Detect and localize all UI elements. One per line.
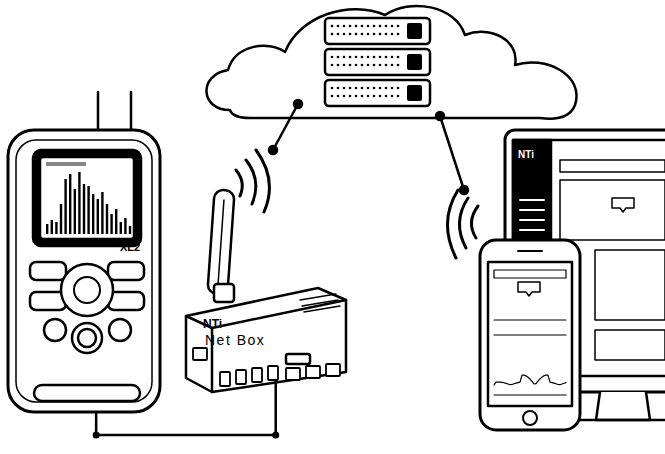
netbox-box: NTiNet Box	[185, 300, 347, 393]
xl2-device-box: XL2	[8, 130, 160, 412]
device-label: NTi	[203, 318, 222, 330]
xl2-device	[8, 92, 160, 412]
cloud	[206, 6, 576, 119]
server-stack	[325, 18, 430, 106]
device-label: XL2	[120, 242, 140, 253]
cable-connector	[93, 381, 280, 439]
cloud-links	[269, 100, 468, 194]
screen-logo: NTi	[518, 150, 534, 160]
smartphone	[480, 240, 580, 430]
device-label: Net Box	[205, 333, 265, 347]
cable-line	[96, 381, 276, 435]
cable-dot	[93, 432, 100, 439]
cable-dot	[272, 432, 279, 439]
wireless-waves	[236, 150, 478, 258]
netbox-router	[186, 189, 346, 392]
